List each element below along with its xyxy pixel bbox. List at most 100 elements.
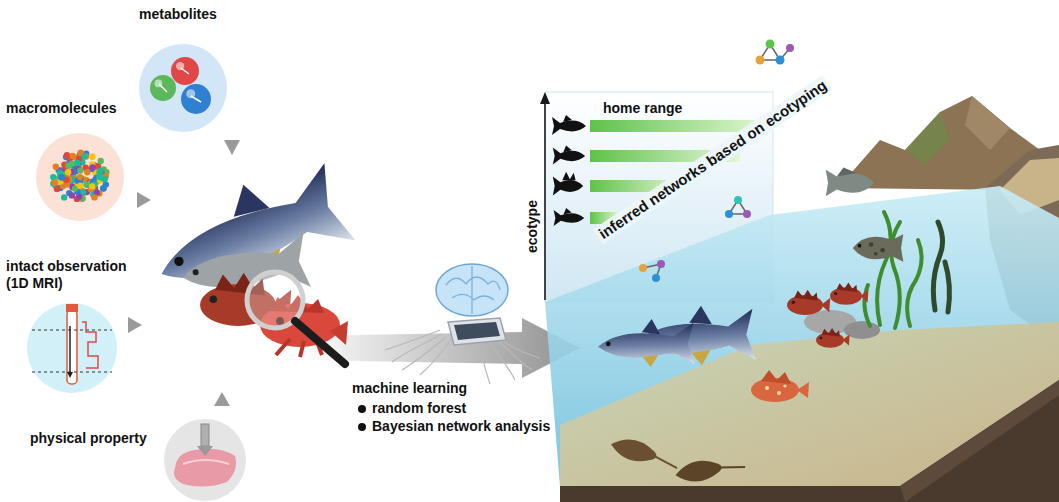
- illustration-part: [69, 161, 75, 167]
- illustration-part: [67, 372, 73, 378]
- illustration-part: [74, 160, 80, 166]
- illustration-part: [32, 330, 112, 331]
- text-label: home range: [603, 100, 682, 117]
- illustration-part: [89, 154, 95, 160]
- illustration-part: [907, 240, 921, 326]
- illustration-part: [597, 317, 695, 368]
- illustration-part: [52, 180, 58, 186]
- illustration-part: [554, 208, 585, 226]
- illustration-part: [128, 317, 142, 333]
- illustration-part: [797, 382, 809, 398]
- circle-shape: [35, 132, 125, 222]
- illustration-part: [657, 260, 665, 268]
- illustration-part: [719, 463, 745, 471]
- illustration-part: [69, 192, 75, 198]
- illustration-part: [97, 168, 103, 174]
- illustration-part: [830, 282, 868, 304]
- illustration-part: [933, 222, 942, 310]
- illustration-part: [761, 370, 791, 384]
- illustration-part: [639, 264, 647, 272]
- illustration-part: [295, 321, 345, 364]
- illustration-part: [597, 317, 695, 368]
- illustration-part: [58, 174, 64, 180]
- illustration-part: [552, 115, 586, 135]
- illustration-part: [159, 68, 201, 102]
- illustration-part: [786, 44, 794, 52]
- illustration-part: [446, 266, 500, 314]
- illustration-part: [420, 338, 452, 375]
- illustration-part: [553, 146, 585, 165]
- illustration-part: [402, 337, 446, 370]
- illustration-part: [562, 172, 575, 181]
- illustration-part: [853, 234, 904, 262]
- illustration-part: [734, 196, 742, 204]
- node-heading: metabolites: [139, 6, 217, 23]
- illustration-part: [83, 181, 89, 187]
- circle-node: metabolites: [138, 43, 228, 133]
- illustration-part: [608, 434, 681, 472]
- illustration-part: [756, 56, 765, 65]
- illustration-part: [777, 391, 781, 395]
- illustration-part: [864, 212, 921, 328]
- illustration-part: [900, 380, 1059, 502]
- text-label: ecotype: [523, 200, 540, 253]
- illustration-part: [139, 44, 227, 132]
- illustration-part: [201, 424, 209, 446]
- text-label: Bayesian network analysis: [372, 418, 550, 435]
- illustration-part: [869, 242, 874, 247]
- circle-shape: [163, 418, 247, 502]
- illustration-part: [84, 169, 90, 175]
- illustration-part: [98, 158, 104, 164]
- illustration-part: [69, 153, 75, 159]
- illustration-part: [300, 318, 580, 378]
- illustration-part: [82, 322, 98, 368]
- illustration-part: [674, 457, 724, 485]
- illustration-part: [66, 304, 78, 312]
- illustration-part: [91, 194, 97, 200]
- illustration-part: [164, 419, 246, 501]
- illustration-part: [725, 210, 733, 218]
- illustration-part: [783, 384, 786, 387]
- illustration-part: [639, 260, 665, 282]
- illustration-part: [436, 264, 508, 316]
- illustration-part: [837, 168, 857, 177]
- illustration-part: [77, 174, 83, 180]
- circle-shape: [138, 43, 228, 133]
- illustration-part: [608, 434, 659, 466]
- illustration-part: [81, 153, 87, 159]
- illustration-part: [224, 140, 240, 155]
- illustration-part: [54, 186, 60, 192]
- illustration-part: [36, 133, 124, 221]
- illustration-part: [58, 174, 64, 180]
- illustration-part: [544, 100, 546, 300]
- illustration-part: [454, 322, 500, 340]
- illustration-part: [77, 183, 83, 189]
- illustration-part: [945, 262, 949, 312]
- illustration-part: [751, 370, 809, 402]
- illustration-part: [787, 290, 830, 315]
- illustration-part: [53, 164, 59, 170]
- illustration-part: [652, 456, 679, 469]
- node-heading: physical property: [30, 430, 147, 447]
- illustration-part: [553, 172, 583, 196]
- illustration-part: [874, 252, 878, 256]
- illustration-part: [858, 244, 862, 248]
- illustration-part: [102, 176, 108, 182]
- circle-shape: [26, 302, 118, 394]
- illustration-part: [69, 326, 71, 374]
- circle-node: intact observation (1D MRI): [26, 302, 118, 394]
- illustration-part: [100, 185, 106, 191]
- illustration-part: [765, 386, 769, 390]
- illustration-part: [540, 92, 550, 104]
- illustration-part: [137, 192, 151, 208]
- illustration-part: [853, 234, 904, 262]
- text-label: random forest: [372, 400, 466, 417]
- illustration-part: [743, 210, 751, 218]
- illustration-part: [27, 303, 117, 393]
- illustration-part: [554, 208, 585, 226]
- illustration-part: [652, 274, 660, 282]
- illustration-part: [448, 318, 506, 345]
- circle-node: macromolecules: [35, 132, 125, 222]
- illustration-part: [50, 174, 56, 180]
